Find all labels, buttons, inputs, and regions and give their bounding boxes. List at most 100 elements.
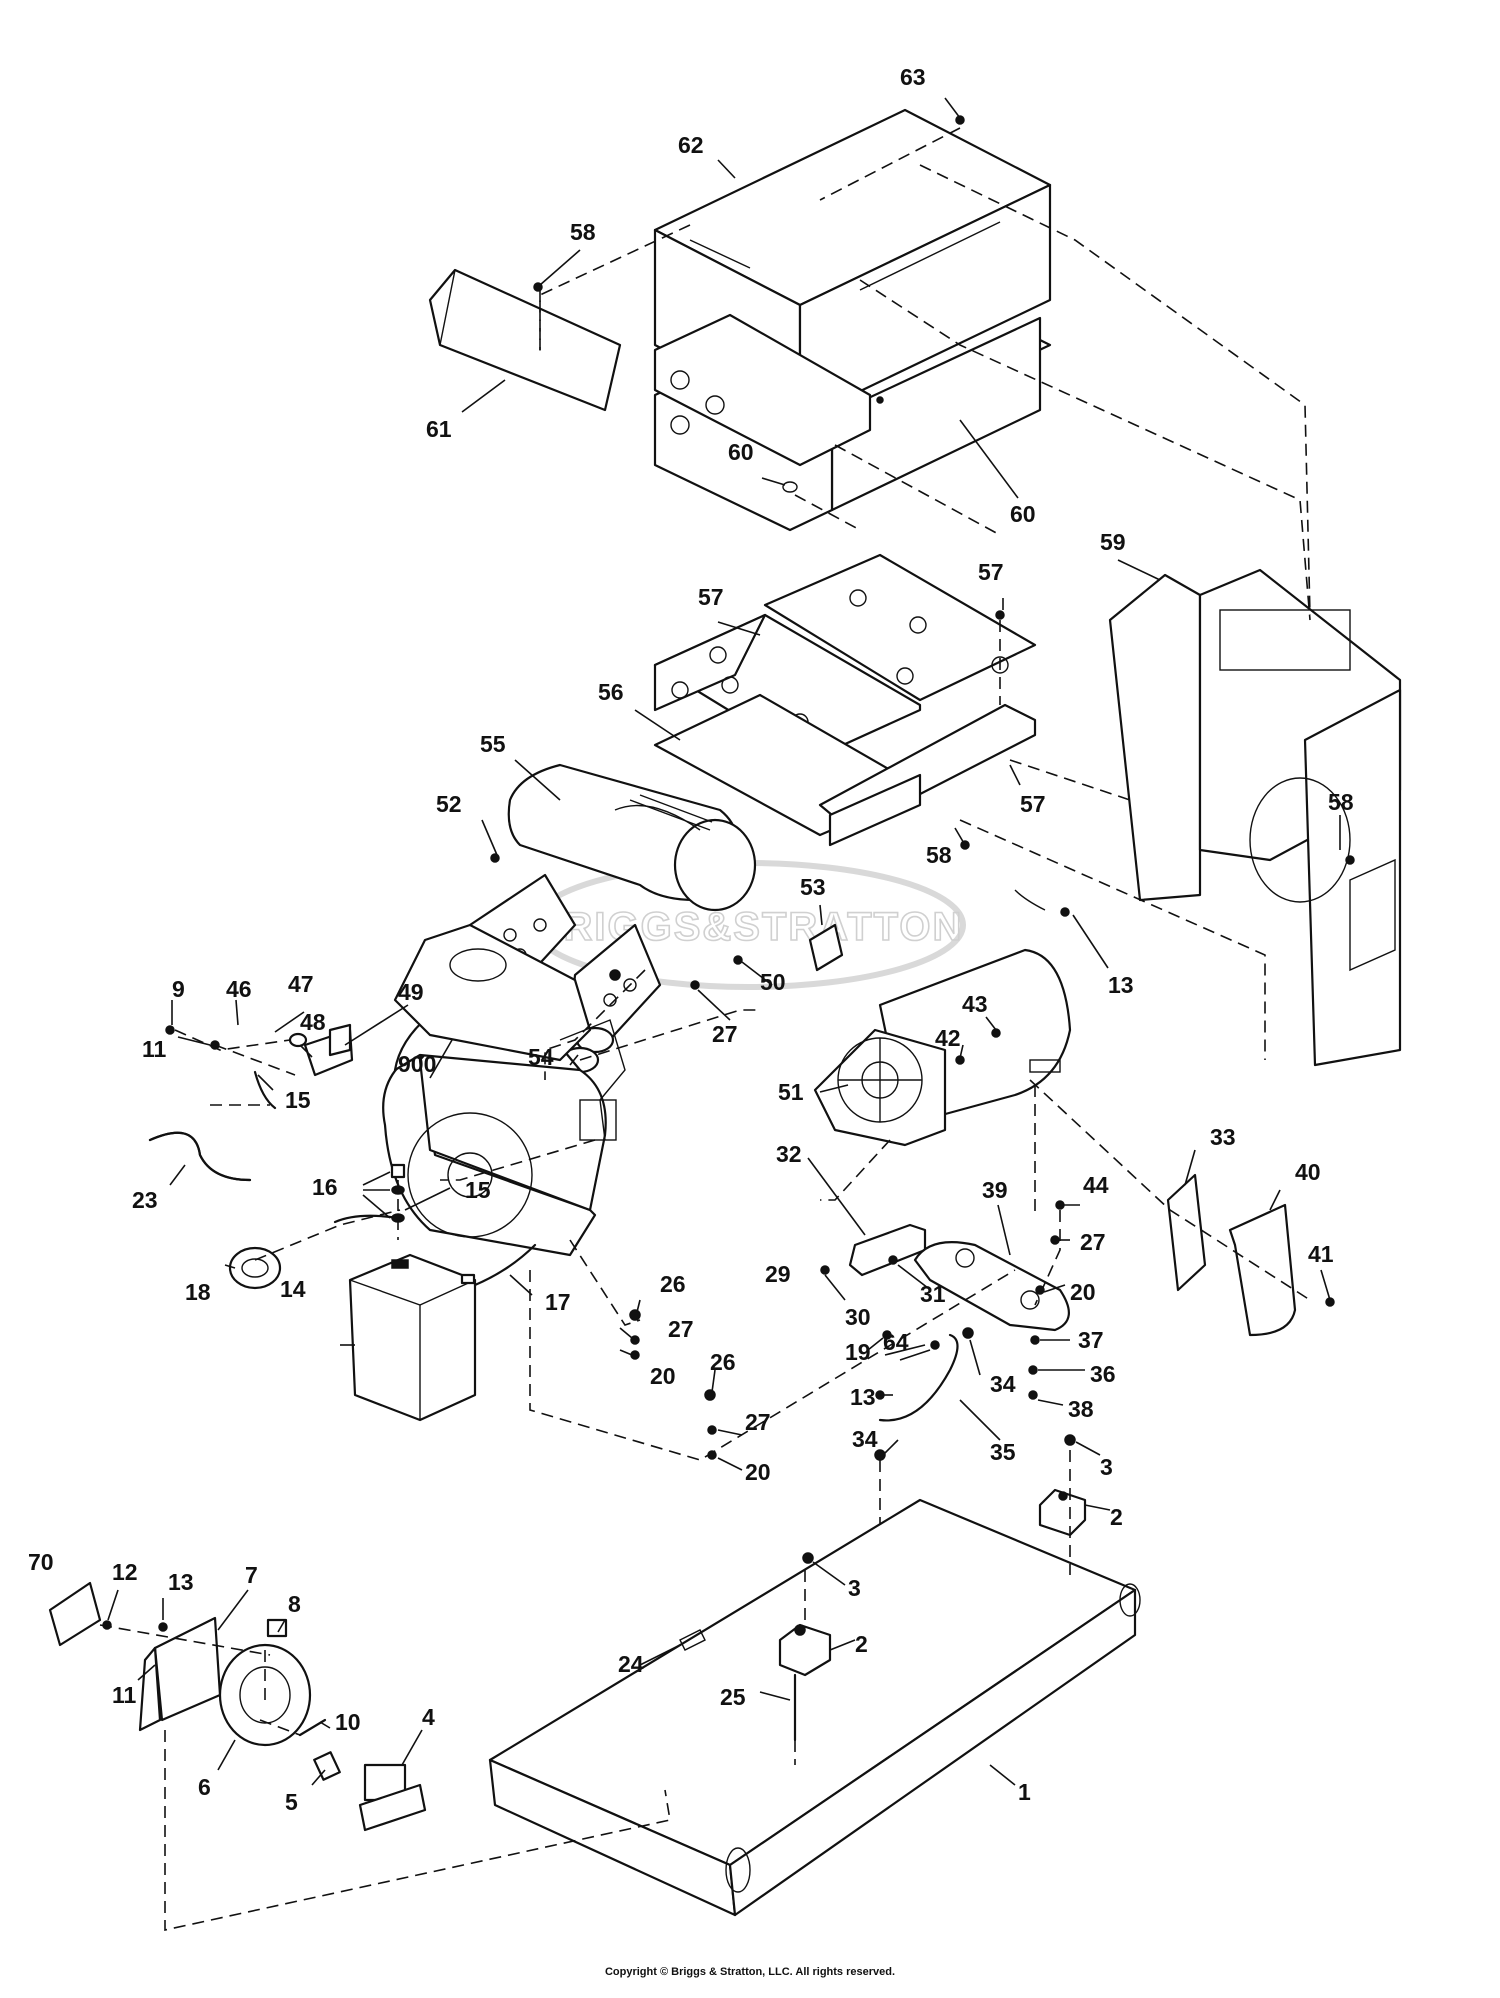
callout-55: 55	[480, 731, 506, 757]
callout-32: 32	[776, 1141, 802, 1167]
part-3-nut-rear	[1064, 1434, 1076, 1446]
part-18-grommet	[228, 1246, 282, 1290]
callout-11: 11	[142, 1036, 167, 1062]
callout-70: 70	[28, 1549, 54, 1575]
callout-2: 2	[1110, 1504, 1123, 1530]
callout-57: 57	[698, 584, 724, 610]
part-51-alternator	[813, 889, 1072, 1147]
callout-33: 33	[1210, 1124, 1236, 1150]
callout-47: 47	[288, 971, 314, 997]
part-57-roof-panels	[653, 553, 1037, 762]
part-35-ground-strap	[878, 1333, 959, 1422]
part-59-side-enclosure	[1108, 568, 1402, 1067]
callout-20: 20	[745, 1459, 771, 1485]
callout-6: 6	[198, 1774, 211, 1800]
callout-24: 24	[618, 1651, 644, 1677]
callout-20: 20	[1070, 1279, 1096, 1305]
callout-31: 31	[920, 1281, 946, 1307]
callout-59: 59	[1100, 529, 1126, 555]
part-17-cable	[473, 1243, 537, 1287]
part-5-fitting	[313, 1751, 341, 1781]
callout-3: 3	[1100, 1454, 1113, 1480]
callout-58: 58	[570, 219, 596, 245]
callout-13: 13	[168, 1569, 194, 1595]
callout-19: 19	[845, 1339, 871, 1365]
part-62-top-cover	[653, 108, 1052, 532]
part-49-bracket	[303, 1023, 354, 1077]
copyright-notice: Copyright © Briggs & Stratton, LLC. All …	[604, 1966, 896, 1978]
part-32-bracket	[848, 1223, 927, 1277]
callout-49: 49	[398, 979, 424, 1005]
callout-54: 54	[528, 1044, 554, 1070]
part-63-screw	[955, 115, 965, 125]
callout-1: 1	[1018, 1779, 1031, 1805]
watermark-text: BRIGGS&STRATTON	[533, 905, 964, 949]
callout-13: 13	[850, 1384, 876, 1410]
callout-35: 35	[990, 1439, 1016, 1465]
callout-38: 38	[1068, 1396, 1094, 1422]
part-23-hose	[148, 1131, 252, 1182]
callout-23: 23	[132, 1187, 158, 1213]
part-61-front-trim	[428, 268, 622, 412]
callout-46: 46	[226, 976, 252, 1002]
callout-14: 14	[280, 1276, 306, 1302]
part-56-roof-base	[653, 693, 1037, 847]
leader-lines	[107, 97, 1341, 1786]
part-2-isolator-mount-rear	[1038, 1488, 1087, 1537]
callout-48: 48	[300, 1009, 326, 1035]
callout-25: 25	[720, 1684, 746, 1710]
callout-61: 61	[426, 416, 452, 442]
callout-17: 17	[545, 1289, 571, 1315]
callout-53: 53	[800, 874, 826, 900]
callout-27: 27	[745, 1409, 771, 1435]
callout-18: 18	[185, 1279, 211, 1305]
callout-30: 30	[845, 1304, 871, 1330]
part-53-label	[808, 923, 844, 972]
callout-8: 8	[288, 1591, 301, 1617]
callout-27: 27	[668, 1316, 694, 1342]
part-33-screen	[1166, 1173, 1207, 1292]
part-7-bracket	[138, 1616, 222, 1732]
callout-57: 57	[1020, 791, 1046, 817]
part-64-washer	[930, 1340, 940, 1350]
callout-60: 60	[728, 439, 754, 465]
callout-29: 29	[765, 1261, 791, 1287]
part-6-regulator	[218, 1618, 312, 1747]
callout-42: 42	[935, 1025, 961, 1051]
part-3-nut-front	[802, 1552, 814, 1564]
callout-27: 27	[1080, 1229, 1106, 1255]
part-60-inner-panel	[653, 313, 884, 493]
callout-62: 62	[678, 132, 704, 158]
callout-64: 64	[883, 1329, 909, 1355]
part-15-wire	[253, 1070, 400, 1224]
callout-44: 44	[1083, 1172, 1109, 1198]
part-39-bracket	[913, 1241, 1070, 1332]
callout-3: 3	[848, 1575, 861, 1601]
callout-27: 27	[712, 1021, 738, 1047]
callout-51: 51	[778, 1079, 804, 1105]
callout-52: 52	[436, 791, 462, 817]
callout-12: 12	[112, 1559, 138, 1585]
callout-15: 15	[285, 1087, 311, 1113]
callout-36: 36	[1090, 1361, 1116, 1387]
callout-60: 60	[1010, 501, 1036, 527]
part-16-hardware	[390, 1163, 406, 1223]
callout-labels: 63 62 58 61 60 60 59 57 57 56 55 52 57 5…	[28, 64, 1354, 1815]
part-2-isolator-mount-front	[778, 1623, 832, 1677]
callout-11: 11	[112, 1682, 137, 1708]
callout-63: 63	[900, 64, 926, 90]
assembly-lines	[99, 127, 1311, 1931]
callout-7: 7	[245, 1562, 258, 1588]
callout-56: 56	[598, 679, 624, 705]
callout-34: 34	[852, 1426, 878, 1452]
part-4-solenoid	[358, 1763, 427, 1832]
callout-2: 2	[855, 1631, 868, 1657]
callout-5: 5	[285, 1789, 298, 1815]
callout-50: 50	[760, 969, 786, 995]
callout-20: 20	[650, 1363, 676, 1389]
callout-10: 10	[335, 1709, 361, 1735]
callout-43: 43	[962, 991, 988, 1017]
part-1-base-frame	[488, 1498, 1141, 1917]
part-70-label	[48, 1581, 102, 1647]
